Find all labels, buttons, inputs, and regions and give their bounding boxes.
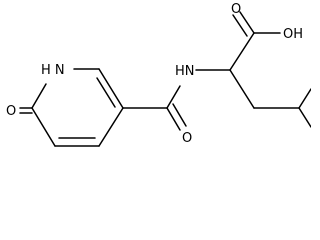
bond-carbonyl-nh bbox=[166, 85, 181, 109]
bond-carbonyl-o bbox=[166, 107, 181, 131]
carboxyl-oxygen-label: O bbox=[231, 2, 241, 17]
amide-group bbox=[122, 69, 231, 131]
bond-c3-c4 bbox=[98, 107, 124, 147]
carboxylic-acid bbox=[229, 11, 281, 71]
bond-ch-me2 bbox=[298, 107, 311, 128]
ring-nh-label: H N bbox=[41, 63, 65, 78]
ring-ketone-oxygen-label: O bbox=[6, 104, 16, 119]
bond-ch-me1 bbox=[298, 88, 311, 109]
bond-c2-c3-inner bbox=[96, 77, 116, 108]
amide-nh-label: HN bbox=[175, 64, 195, 79]
bond-alpha-ch2 bbox=[229, 69, 255, 109]
hydroxyl-label: OH bbox=[283, 27, 303, 42]
amide-oxygen-label: O bbox=[182, 131, 192, 146]
bond-carbonyl-o-double bbox=[172, 103, 187, 127]
bond-c5-c6 bbox=[31, 107, 56, 147]
bond-carboxyl-o-double bbox=[232, 14, 248, 37]
bond-c6-n1 bbox=[31, 83, 47, 109]
bond-carboxyl-o bbox=[239, 11, 255, 34]
bond-alpha-carboxyl bbox=[229, 32, 255, 71]
pyridinone-ring bbox=[19, 68, 124, 147]
bond-c2-c3 bbox=[98, 68, 124, 109]
molecule-structure: OH O H N HN O O bbox=[6, 2, 311, 147]
isobutyl-chain bbox=[229, 69, 311, 128]
